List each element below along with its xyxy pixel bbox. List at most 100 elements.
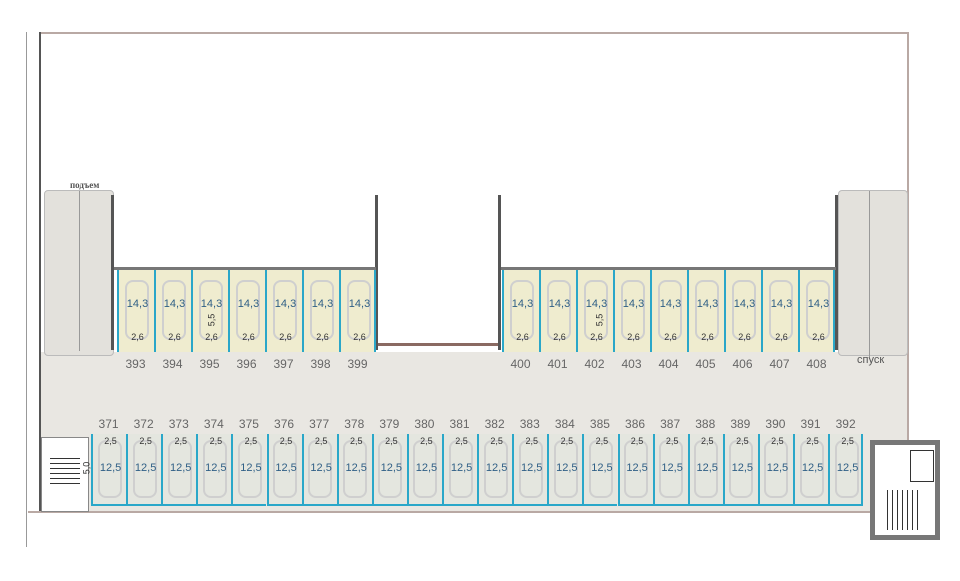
car-icon: [378, 440, 403, 498]
spot-number: 405: [695, 357, 716, 371]
spot-number: 378: [344, 417, 365, 431]
car-icon: [729, 440, 754, 498]
spot-number: 379: [379, 417, 400, 431]
spot-number: 380: [414, 417, 435, 431]
car-icon: [694, 280, 719, 340]
spot-area: 12,5: [696, 462, 718, 474]
spot-number: 389: [730, 417, 751, 431]
spot-number: 402: [584, 357, 605, 371]
car-icon: [553, 440, 578, 498]
spot-width: 2,6: [553, 332, 566, 342]
spot-width: 2,5: [209, 436, 223, 446]
parking-spot[interactable]: 14,3 2,6: [539, 270, 576, 352]
spot-width: 2,6: [775, 332, 788, 342]
parking-spot[interactable]: 12,5 2,5: [406, 434, 442, 506]
spot-area: 12,5: [521, 462, 543, 474]
ramp-down[interactable]: [838, 190, 908, 357]
car-icon: [731, 280, 756, 340]
spot-number: 388: [695, 417, 716, 431]
spot-number: 387: [660, 417, 681, 431]
spot-width: 2,5: [806, 436, 819, 446]
spot-area: 14,3: [548, 298, 571, 310]
spot-width: 2,5: [139, 436, 152, 446]
car-icon: [346, 280, 371, 340]
spot-width: 2,6: [205, 332, 218, 342]
spot-area: 12,5: [591, 462, 613, 474]
depth-label: 5,5: [206, 313, 217, 327]
spot-number: 392: [835, 417, 856, 431]
car-icon: [805, 280, 830, 340]
spot-area: 14,3: [585, 298, 608, 310]
car-icon: [308, 440, 333, 498]
spot-width: 2,5: [420, 436, 433, 446]
spot-width: 2,5: [244, 436, 258, 446]
spot-area: 12,5: [415, 462, 438, 474]
parking-spot[interactable]: 12,5 2,5: [582, 434, 618, 506]
spot-width: 2,5: [595, 436, 609, 446]
wall-top-left: [114, 267, 376, 270]
spot-width: 2,6: [168, 332, 181, 342]
spot-number: 383: [519, 417, 540, 431]
partition-wall: [378, 343, 498, 346]
car-icon: [235, 280, 260, 340]
axis-line: [26, 32, 27, 547]
spot-area: 14,3: [511, 298, 534, 310]
wall-top-right: [501, 267, 836, 270]
spot-area: 14,3: [807, 298, 830, 310]
spot-area: 12,5: [380, 462, 403, 474]
driveway: [41, 352, 907, 440]
spot-width: 2,5: [490, 436, 503, 446]
spot-number: 397: [273, 357, 294, 371]
spot-width: 2,6: [701, 332, 714, 342]
stairs-icon: [887, 490, 922, 530]
spot-width: 2,5: [279, 436, 293, 446]
car-icon: [518, 440, 543, 498]
spot-number: 374: [203, 417, 224, 431]
car-icon: [97, 440, 122, 498]
ramp-up[interactable]: [44, 190, 114, 356]
spot-width: 2,6: [812, 332, 825, 342]
spot-number: 399: [347, 357, 368, 371]
parking-spot[interactable]: 14,3 2,6: [798, 270, 835, 352]
spot-number: 395: [199, 357, 220, 371]
outer-wall-top: [40, 32, 908, 34]
car-icon: [834, 440, 859, 498]
spot-number: 404: [658, 357, 679, 371]
spot-number: 407: [769, 357, 790, 371]
spot-width: 2,5: [665, 436, 679, 446]
